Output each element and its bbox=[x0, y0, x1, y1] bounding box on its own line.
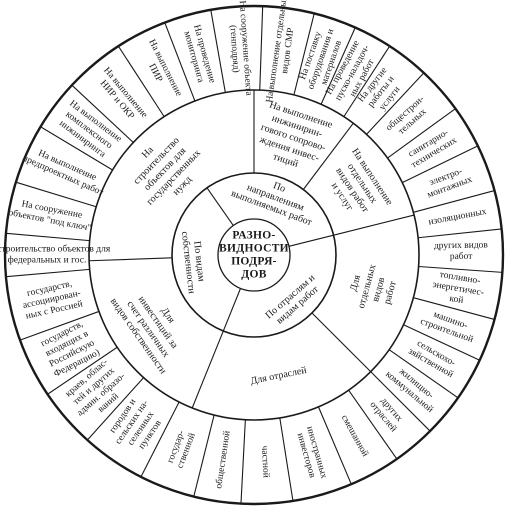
center-label-line-0: РАЗНО- bbox=[232, 230, 275, 242]
outer-sector-24: На строительство объектов дляфедеральных… bbox=[0, 244, 111, 266]
outer-divider-21 bbox=[86, 377, 145, 441]
middle-divider-2 bbox=[333, 214, 415, 236]
outer-divider-27 bbox=[40, 126, 113, 171]
outer-divider-3 bbox=[320, 27, 356, 105]
outer-divider-14 bbox=[370, 371, 431, 432]
inner-divider-1 bbox=[222, 288, 242, 332]
outer-divider-28 bbox=[71, 84, 134, 143]
outer-sector-19: государ-ственной bbox=[166, 429, 198, 470]
outer-sector-0: На сооружение объекта(генподряд) bbox=[227, 0, 254, 97]
outer-divider-18 bbox=[240, 419, 246, 504]
outer-divider-9 bbox=[418, 228, 502, 239]
outer-divider-2 bbox=[293, 13, 315, 96]
outer-sector-9-line-0: других видов bbox=[434, 240, 489, 251]
outer-divider-0 bbox=[210, 9, 226, 93]
inner-sector-napravl-line-0: По bbox=[272, 180, 287, 195]
outer-sector-10-line-2: кой bbox=[449, 293, 465, 306]
outer-sector-15-line-0: смешанной bbox=[339, 413, 371, 459]
outer-sector-9-line-1: работ bbox=[450, 251, 474, 262]
outer-sector-24-line-1: федеральных и гос. bbox=[8, 255, 87, 266]
inner-divider-0 bbox=[288, 234, 334, 247]
middle-divider-1 bbox=[302, 122, 354, 190]
ring-0 bbox=[3, 4, 505, 506]
outer-divider-25 bbox=[5, 232, 90, 242]
center-label-line-3: ДОВ bbox=[241, 269, 266, 281]
inner-divider-2 bbox=[206, 187, 234, 226]
outer-divider-20 bbox=[140, 401, 180, 478]
outer-divider-8 bbox=[413, 190, 495, 213]
outer-sector-24-line-0: На строительство объектов для bbox=[0, 244, 111, 255]
middle-divider-3 bbox=[311, 312, 372, 373]
middle-sector-otd_raboty-line-0: Для bbox=[348, 273, 363, 292]
outer-sector-6: санитарно-технических bbox=[407, 128, 459, 171]
outer-divider-26 bbox=[15, 181, 97, 208]
outer-sector-12: сельскохо-зяйственной bbox=[406, 339, 457, 380]
middle-sector-dlya_otrasley: Для отраслей bbox=[250, 365, 309, 387]
outer-sector-15: смешанной bbox=[339, 413, 371, 459]
outer-divider-11 bbox=[413, 297, 495, 320]
outer-divider-13 bbox=[388, 349, 459, 399]
outer-sector-17-line-0: частной bbox=[259, 445, 272, 478]
ring-3 bbox=[217, 218, 291, 292]
outer-divider-19 bbox=[193, 414, 215, 497]
outer-sector-8: изоляционных bbox=[428, 207, 488, 228]
middle-divider-4 bbox=[191, 330, 224, 409]
center-label-line-2: ПОДРЯ- bbox=[231, 256, 277, 268]
outer-divider-4 bbox=[343, 45, 391, 117]
outer-divider-23 bbox=[19, 310, 100, 341]
outer-divider-17 bbox=[279, 417, 294, 502]
outer-sector-18: общественной bbox=[213, 430, 233, 489]
sector-dividers bbox=[5, 6, 503, 504]
outer-divider-10 bbox=[418, 265, 503, 273]
inner-sector-sobstv-line-0: По видам bbox=[191, 240, 207, 282]
outer-divider-29 bbox=[117, 45, 165, 117]
outer-sector-17: частной bbox=[259, 445, 272, 478]
outer-divider-15 bbox=[348, 389, 398, 460]
outer-divider-1 bbox=[259, 6, 264, 91]
center-label-line-1: ВИДНОСТИ bbox=[219, 243, 289, 255]
outer-divider-16 bbox=[317, 406, 352, 485]
outer-sector-10: топливно-энергетичес-кой bbox=[432, 270, 485, 306]
outer-divider-7 bbox=[402, 145, 479, 184]
outer-divider-24 bbox=[5, 268, 90, 278]
outer-sector-8-line-0: изоляционных bbox=[428, 207, 488, 228]
outer-divider-22 bbox=[47, 346, 118, 395]
outer-divider-5 bbox=[366, 72, 425, 135]
outer-sector-0-line-1: (генподряд) bbox=[227, 25, 241, 73]
outer-sector-18-line-0: общественной bbox=[213, 430, 233, 489]
outer-divider-12 bbox=[403, 324, 480, 361]
middle-divider-5 bbox=[89, 257, 173, 262]
middle-sector-dlya_otrasley-line-0: Для отраслей bbox=[250, 365, 309, 387]
outer-sector-23: государств,ассоциирован-ных с Россией bbox=[22, 279, 84, 321]
outer-divider-30 bbox=[164, 22, 196, 102]
outer-divider-6 bbox=[387, 108, 456, 159]
